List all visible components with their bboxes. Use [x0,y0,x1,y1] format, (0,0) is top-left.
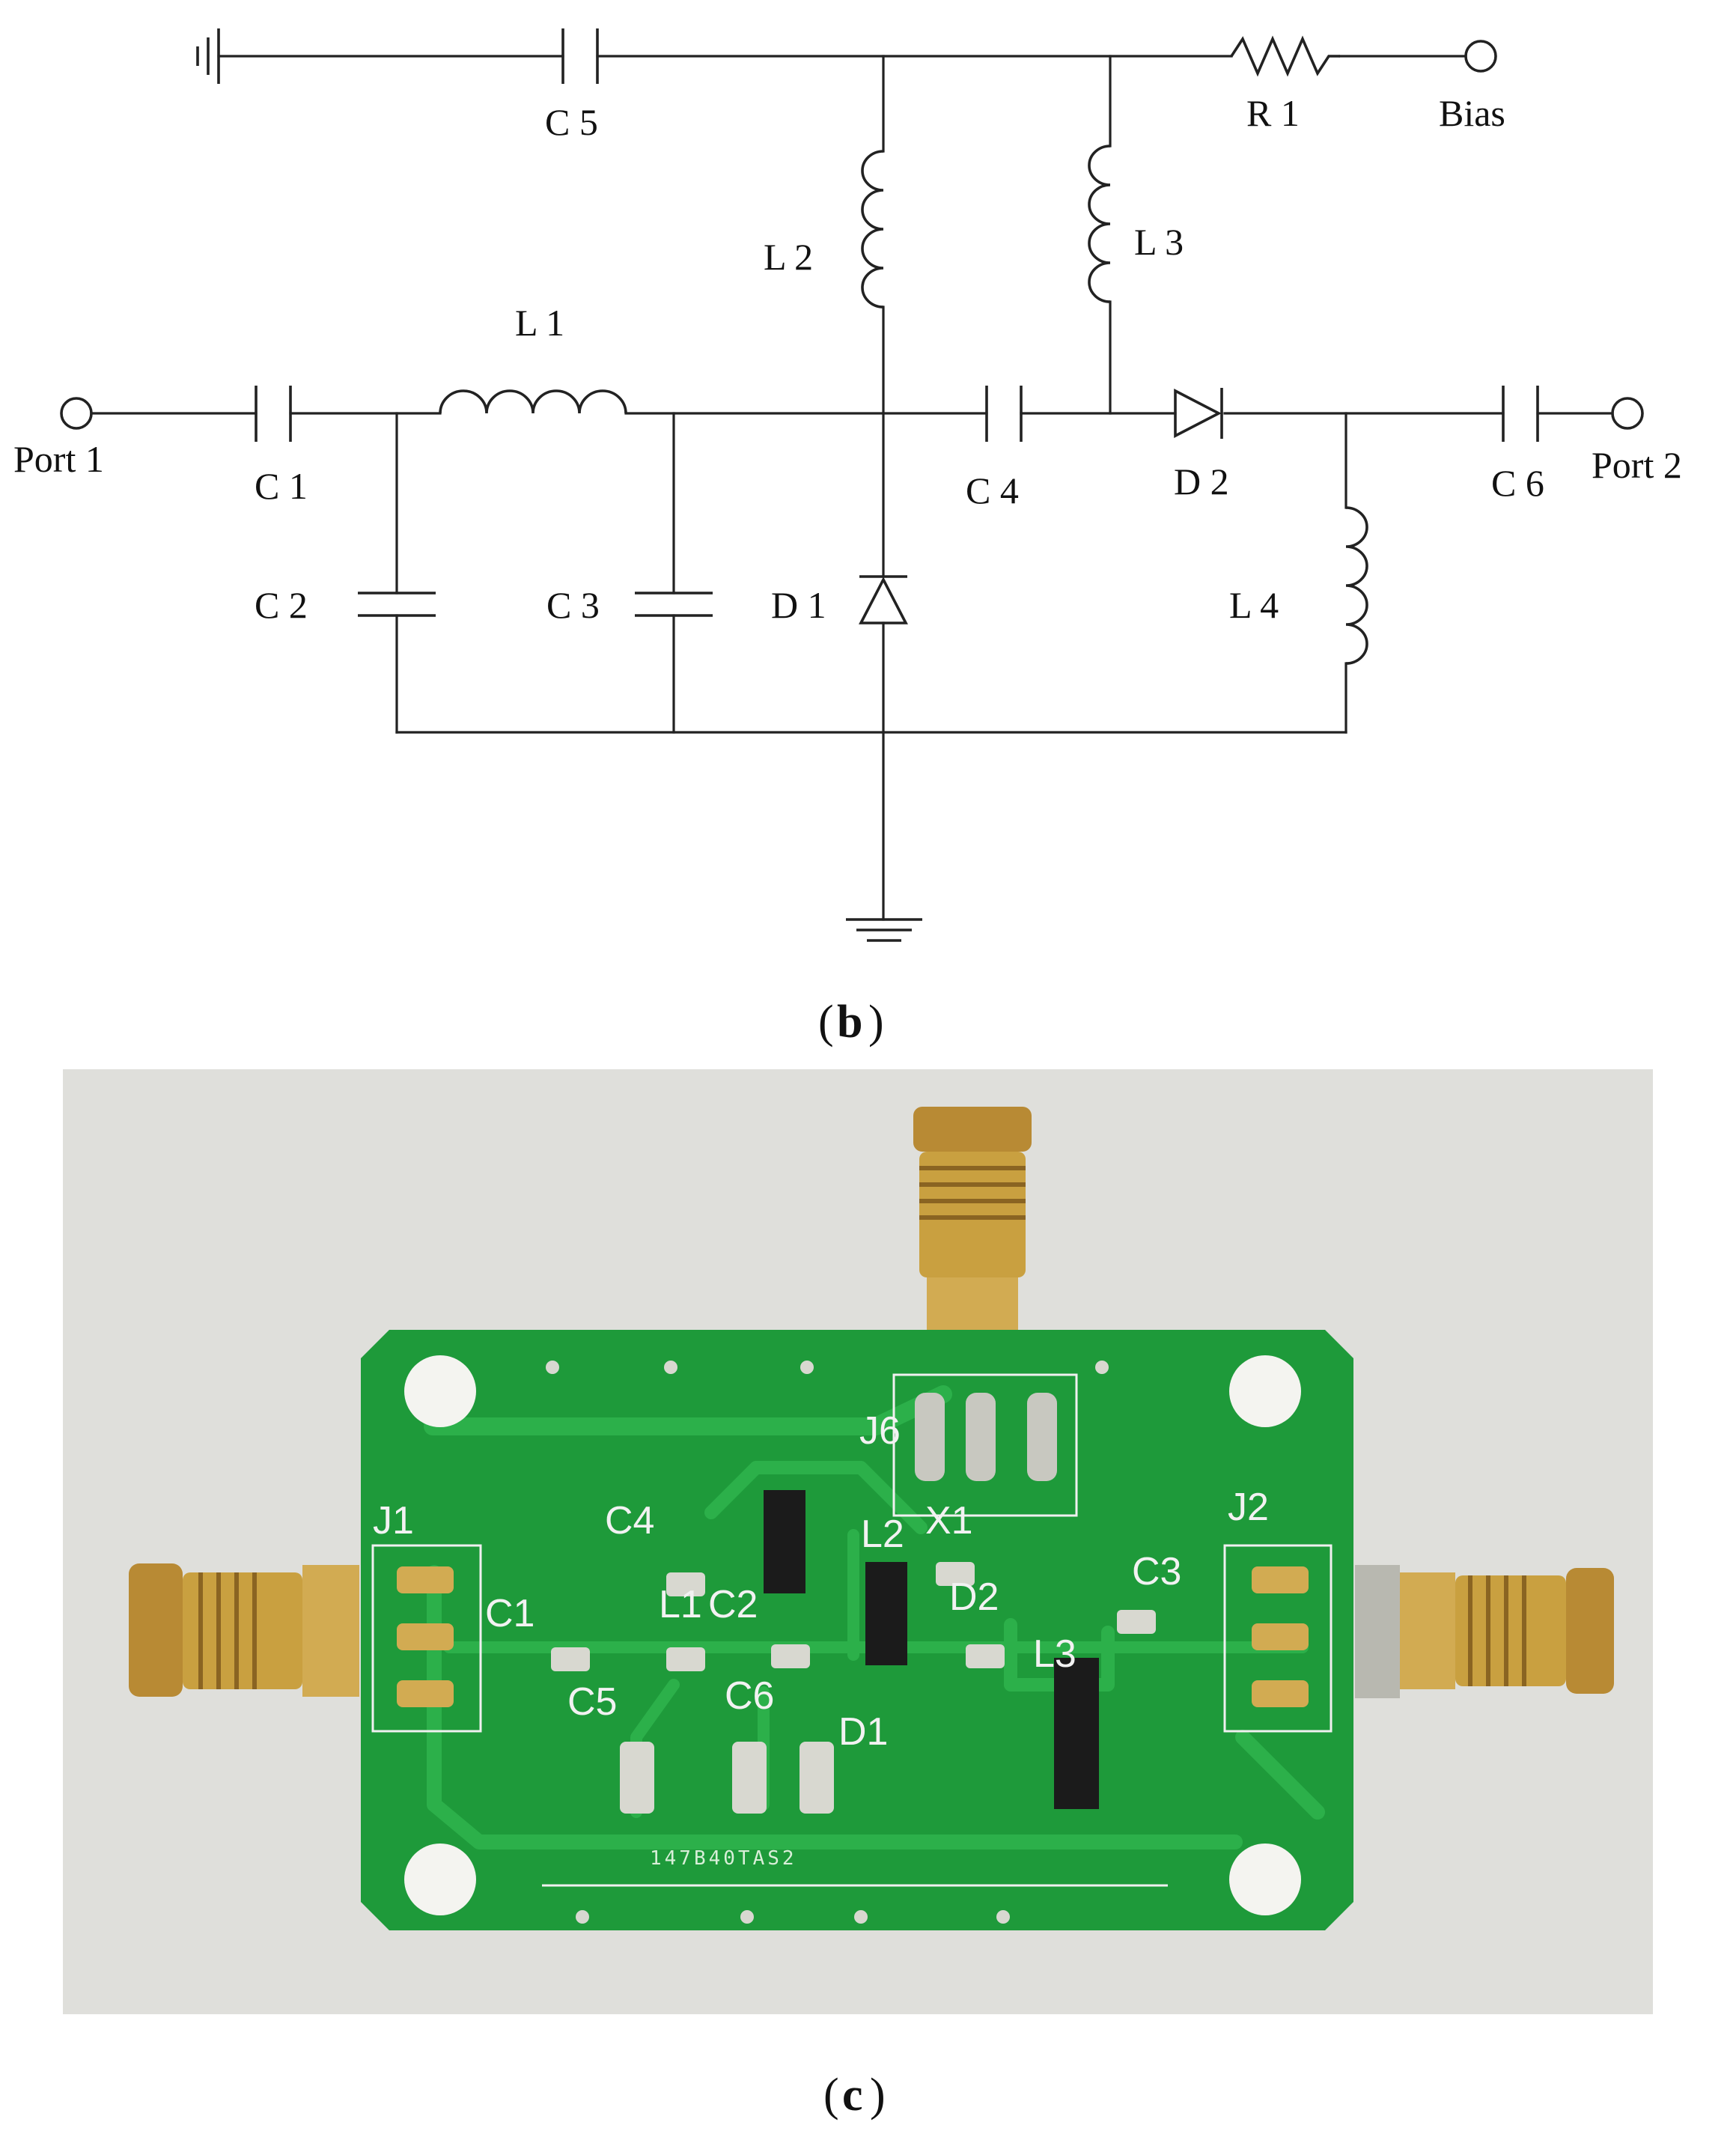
silkscreen-labels: J1 J2 J6 C1 C2 C3 C4 C5 C6 D1 D2 L1 L2 L… [373,1409,1269,1870]
silk-d1: D1 [838,1710,888,1754]
silk-x1: X1 [925,1499,973,1542]
label-port1: Port 1 [13,438,104,480]
silk-c4: C4 [605,1499,654,1542]
inductor-l4 [1344,412,1368,734]
silk-board-code: 147B40TAS2 [650,1847,797,1870]
silk-c1: C1 [485,1592,534,1635]
label-c3: C 3 [546,584,600,626]
diode-d1 [859,412,908,734]
capacitor-c3 [635,412,713,734]
svg-text:(: ( [823,2070,839,2121]
label-c5: C 5 [545,101,598,143]
capacitor-c2 [358,412,436,734]
inductor-l2 [861,55,885,415]
label-port2: Port 2 [1592,444,1682,486]
silk-j6: J6 [859,1409,901,1453]
rail-ground-icon [196,28,220,84]
label-l1: L 1 [515,302,564,344]
capacitor-c4 [985,386,1023,442]
silk-c3: C3 [1132,1550,1181,1593]
label-c4: C 4 [966,469,1019,511]
label-c1: C 1 [255,465,308,507]
svg-text:c: c [842,2070,863,2121]
ground-icon [846,918,922,942]
svg-text:(: ( [818,997,834,1048]
inductor-l3 [1088,55,1112,415]
port2-terminal [1611,397,1644,430]
label-l4: L 4 [1229,584,1279,626]
silk-d2: D2 [949,1575,999,1619]
label-l2: L 2 [764,236,813,278]
label-d1: D 1 [771,584,826,626]
silk-j1: J1 [373,1499,414,1542]
silk-l3: L3 [1033,1632,1076,1676]
pcb-pads [397,1393,1309,1814]
label-c2: C 2 [255,584,308,626]
diode-d2 [1174,388,1223,439]
resistor-r1 [1230,35,1340,77]
port1-terminal [60,397,93,430]
capacitor-c1 [255,386,292,442]
svg-text:): ) [868,997,884,1048]
capacitor-c6 [1502,386,1539,442]
inductor-l1 [439,389,627,414]
pcb-photo: J1 J2 J6 C1 C2 C3 C4 C5 C6 D1 D2 L1 L2 L… [63,1069,1653,2014]
silk-l1: L1 [659,1583,702,1626]
label-c6: C 6 [1491,462,1544,504]
svg-text:): ) [870,2070,886,2121]
bias-terminal [1464,40,1497,73]
silkscreen-outlines [371,1373,1333,1887]
label-r1: R 1 [1246,92,1300,134]
mounting-holes [404,1355,1301,1915]
capacitor-c5 [561,28,599,84]
silk-c6: C6 [725,1674,774,1718]
silk-c5: C5 [567,1680,617,1724]
label-bias: Bias [1439,92,1505,134]
panel-label-c: ( c ) [823,2070,886,2121]
label-d2: D 2 [1174,461,1229,502]
schematic: C 5 R 1 Bias L 2 L 3 [13,28,1682,1048]
sma-connector-right [1355,1565,1614,1698]
sma-connector-left [129,1563,359,1697]
label-l3: L 3 [1134,221,1184,263]
svg-text:b: b [837,997,862,1048]
silk-j2: J2 [1228,1486,1269,1529]
silk-l2: L2 [861,1513,904,1556]
vias [546,1361,1109,1924]
silk-c2: C2 [708,1583,758,1626]
panel-label-b: ( b ) [818,997,884,1048]
